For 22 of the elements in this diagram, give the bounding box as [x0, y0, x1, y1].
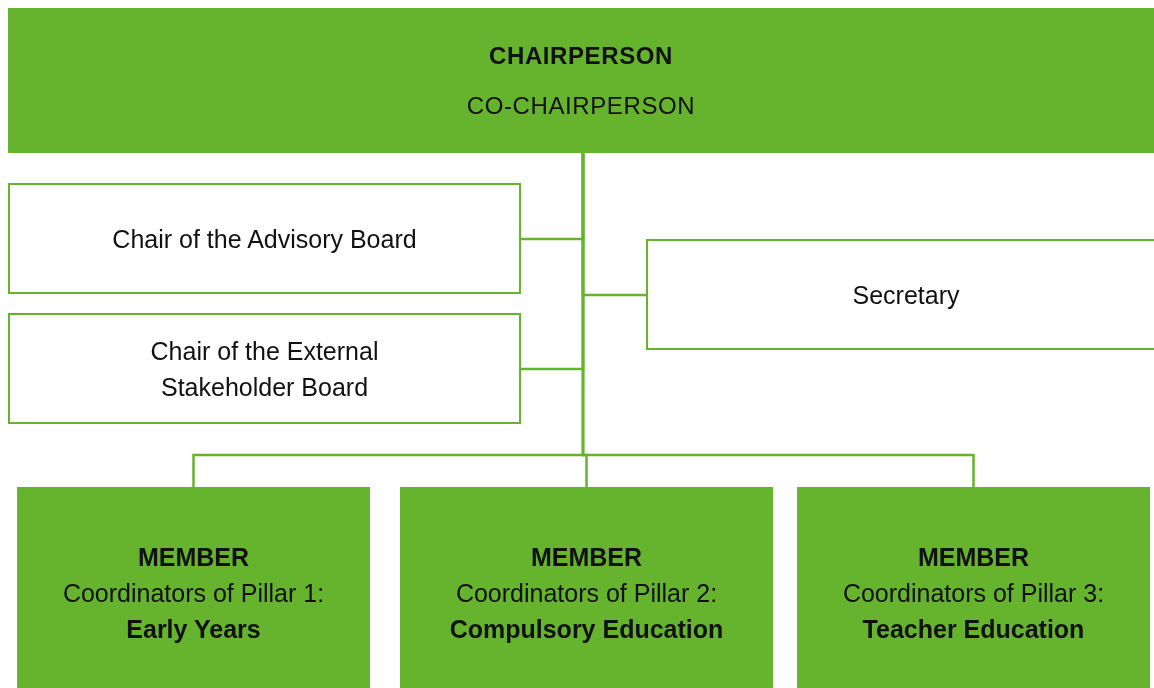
role-text: Teacher Education [862, 614, 1085, 645]
role-title: MEMBER [917, 542, 1030, 573]
role-text: Coordinators of Pillar 3: [842, 578, 1105, 609]
role-text: Chair of the External Stakeholder Board [149, 335, 380, 403]
role-text: Early Years [126, 614, 261, 645]
member-box [400, 487, 773, 688]
role-text: Secretary [852, 279, 960, 311]
role-text: Compulsory Education [449, 614, 724, 645]
role-text: CO-CHAIRPERSON [466, 90, 696, 121]
role-text: Coordinators of Pillar 2: [455, 578, 718, 609]
header-box [8, 8, 1154, 153]
role-box [646, 239, 1154, 350]
role-box [8, 183, 521, 294]
role-box [8, 313, 521, 424]
role-text: CHAIRPERSON [489, 40, 673, 71]
role-title: MEMBER [137, 542, 250, 573]
role-text: Coordinators of Pillar 1: [62, 578, 325, 609]
connector-line [581, 153, 975, 487]
member-box [17, 487, 370, 688]
member-box [797, 487, 1150, 688]
role-title: MEMBER [530, 542, 643, 573]
role-text: Chair of the Advisory Board [112, 223, 417, 255]
